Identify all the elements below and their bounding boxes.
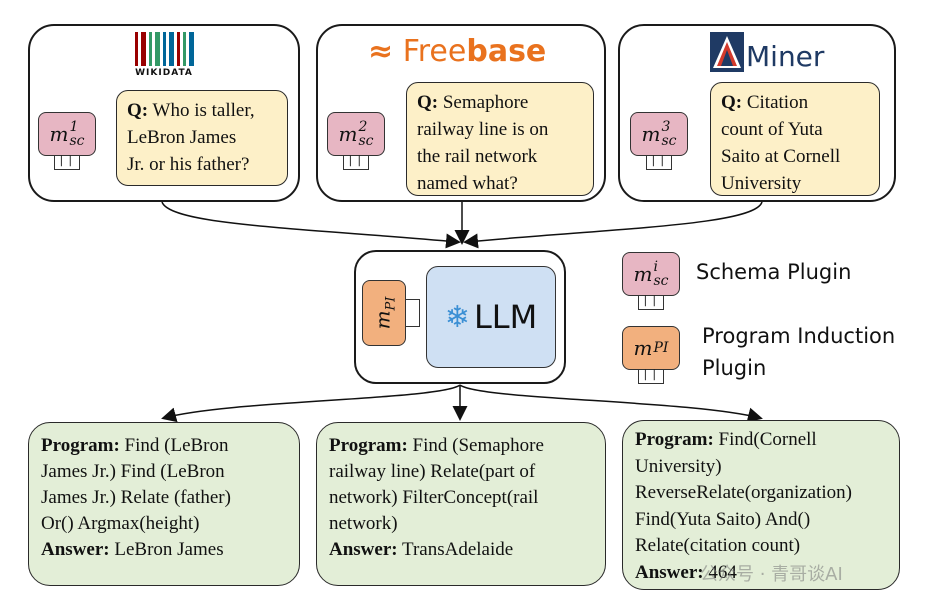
plugin-sub: sc bbox=[661, 133, 677, 149]
legend-program-label-2: Plugin bbox=[702, 356, 767, 380]
question-label: Q: bbox=[417, 92, 439, 113]
legend-sub: PI bbox=[653, 340, 669, 356]
program-line: network) bbox=[329, 513, 398, 534]
program-line: network) FilterConcept(rail bbox=[329, 487, 539, 508]
program-label: Program: bbox=[41, 435, 120, 456]
plugin-sup: 1 bbox=[69, 119, 79, 135]
program-line: Find(Cornell bbox=[713, 429, 817, 450]
legend-prong-1 bbox=[638, 296, 664, 310]
question-line: LeBron James bbox=[127, 127, 237, 148]
program-line: James Jr.) Find (LeBron bbox=[41, 461, 225, 482]
program-line: ReverseRelate(organization) bbox=[635, 482, 852, 503]
program-line: Relate(citation count) bbox=[635, 535, 801, 556]
program-label: Program: bbox=[329, 435, 408, 456]
aminer-logo: Miner bbox=[710, 32, 824, 72]
freebase-logo-text-a: Free bbox=[402, 34, 467, 69]
output-box-3: Program: Find(Cornell University) Revers… bbox=[622, 420, 900, 590]
plugin-sub: PI bbox=[382, 296, 398, 311]
program-line: Or() Argmax(height) bbox=[41, 513, 200, 534]
answer-value: 464 bbox=[703, 561, 737, 583]
wikidata-logo: WIKIDATA bbox=[128, 32, 200, 78]
program-label: Program: bbox=[635, 429, 714, 450]
question-box-3: Q: Citation count of Yuta Saito at Corne… bbox=[710, 82, 880, 196]
legend-program-label-1: Program Induction bbox=[702, 324, 896, 348]
llm-box: ❄ LLM bbox=[426, 266, 556, 368]
plug-prong-2 bbox=[343, 156, 369, 170]
aminer-icon bbox=[710, 32, 744, 72]
plug-prong-3 bbox=[646, 156, 672, 170]
plug-prong-1 bbox=[54, 156, 80, 170]
question-line: railway line is on bbox=[417, 119, 549, 140]
freebase-logo-text-b: base bbox=[466, 34, 547, 69]
freebase-logo: ≈ Freebase bbox=[368, 34, 546, 69]
question-line: count of Yuta bbox=[721, 119, 823, 140]
program-line: University) bbox=[635, 455, 722, 477]
watermark: 公众号 · 青哥谈AI bbox=[700, 564, 843, 585]
plugin-sub: sc bbox=[69, 133, 85, 149]
question-line: Citation bbox=[742, 92, 809, 113]
legend-sub: sc bbox=[653, 273, 669, 289]
question-box-1: Q: Who is taller, LeBron James Jr. or hi… bbox=[116, 90, 288, 186]
output-box-2: Program: Find (Semaphore railway line) R… bbox=[316, 422, 606, 586]
answer-label: Answer: bbox=[635, 561, 704, 583]
answer-value: LeBron James bbox=[109, 539, 224, 560]
snowflake-icon: ❄ bbox=[444, 299, 470, 335]
question-label: Q: bbox=[127, 100, 149, 121]
plugin-sup: 2 bbox=[358, 119, 368, 135]
question-line: Saito at Cornell bbox=[721, 146, 841, 167]
question-line: Semaphore bbox=[438, 92, 529, 113]
plugin-sup: 3 bbox=[661, 119, 671, 135]
answer-label: Answer: bbox=[41, 539, 110, 560]
question-label: Q: bbox=[721, 92, 743, 113]
program-line: Find(Yuta Saito) And() bbox=[635, 508, 811, 530]
program-line: Find (LeBron bbox=[119, 435, 229, 456]
program-line: James Jr.) Relate (father) bbox=[41, 487, 231, 508]
llm-label: LLM bbox=[473, 298, 538, 336]
output-box-1: Program: Find (LeBron James Jr.) Find (L… bbox=[28, 422, 300, 586]
answer-value: TransAdelaide bbox=[397, 539, 514, 560]
question-box-2: Q: Semaphore railway line is on the rail… bbox=[406, 82, 594, 196]
aminer-logo-text: Miner bbox=[746, 40, 825, 73]
question-line: Jr. or his father? bbox=[127, 154, 250, 175]
wikidata-logo-text: WIKIDATA bbox=[135, 68, 193, 78]
freebase-icon: ≈ bbox=[368, 34, 394, 69]
question-line: named what? bbox=[417, 173, 518, 194]
legend-prong-2 bbox=[638, 370, 664, 384]
program-plugin-llm: mPI bbox=[362, 280, 406, 346]
question-line: Who is taller, bbox=[148, 100, 255, 121]
program-line: railway line) Relate(part of bbox=[329, 461, 536, 482]
plugin-sub: sc bbox=[358, 133, 374, 149]
program-line: Find (Semaphore bbox=[407, 435, 544, 456]
question-line: University bbox=[721, 173, 802, 194]
question-line: the rail network bbox=[417, 146, 538, 167]
plug-prong-llm bbox=[406, 299, 420, 327]
answer-label: Answer: bbox=[329, 539, 398, 560]
legend-schema-label: Schema Plugin bbox=[696, 260, 852, 284]
legend-sup: i bbox=[653, 259, 658, 275]
